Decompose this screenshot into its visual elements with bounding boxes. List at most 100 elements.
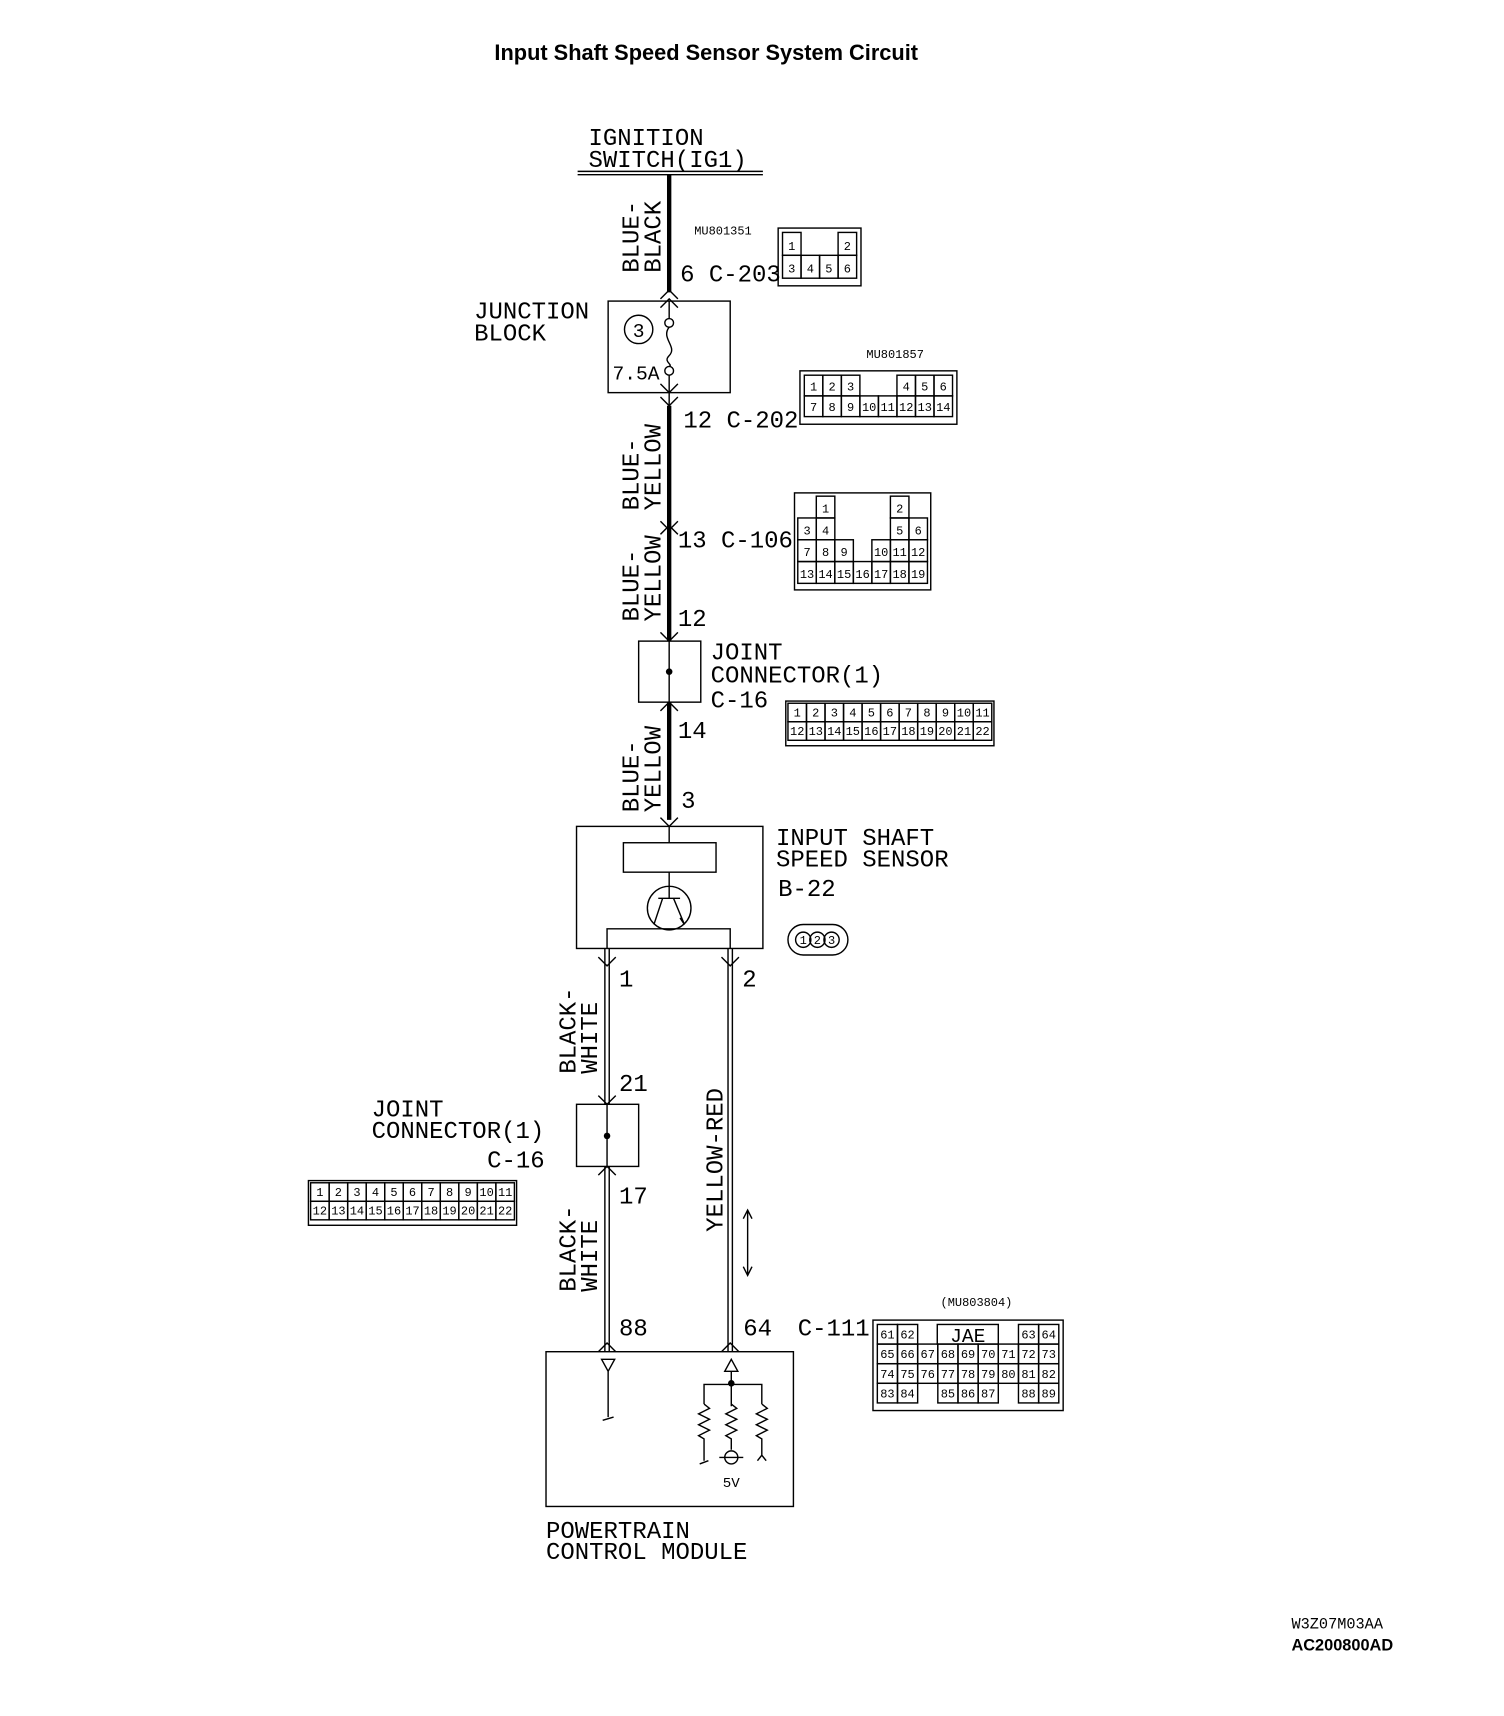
connector-pin: 12 <box>313 1204 327 1218</box>
connector-pin: 66 <box>900 1348 914 1362</box>
connector-pin: 86 <box>961 1387 975 1401</box>
connector-pin: 17 <box>874 568 888 582</box>
pcm-label-2: CONTROL MODULE <box>546 1540 747 1567</box>
connector-pin: 4 <box>903 380 910 394</box>
connector-pin: 8 <box>923 706 930 720</box>
connector-pin: 7 <box>810 401 817 415</box>
connector-pin: 16 <box>387 1204 401 1218</box>
connector-pin: 1 <box>316 1186 323 1200</box>
connector-pin: 4 <box>822 524 829 538</box>
pin-label-c106: 13 C-106 <box>678 528 793 555</box>
connector-pin-cell <box>972 721 993 742</box>
connector-pin: 3 <box>803 524 810 538</box>
connector-pin: 10 <box>957 706 971 720</box>
connector-pin: 7 <box>905 706 912 720</box>
connector-pin: 1 <box>810 380 817 394</box>
connector-pin: 64 <box>1042 1329 1056 1343</box>
wire-color-label: WHITE <box>578 1220 605 1292</box>
connector-pin: 3 <box>831 706 838 720</box>
connector-pin: 2 <box>335 1186 342 1200</box>
connector-pin-cell <box>933 395 954 418</box>
connector-housing <box>777 227 862 287</box>
resistor-icons <box>697 1403 769 1462</box>
connector-code-c111: C-111 <box>798 1316 870 1343</box>
connector-pin: 83 <box>880 1387 894 1401</box>
connector-pin: 14 <box>818 568 832 582</box>
connector-pin: 12 <box>790 725 804 739</box>
pcm-box <box>545 1350 795 1508</box>
connector-pin: 15 <box>368 1204 382 1218</box>
connector-pin: 13 <box>809 725 823 739</box>
connector-pin: 63 <box>1021 1329 1035 1343</box>
pin-label-sensor-3: 3 <box>681 789 695 816</box>
connector-pin: 18 <box>901 725 915 739</box>
pin-label-pcm-64: 64 <box>743 1316 772 1343</box>
connector-pin: 14 <box>936 401 950 415</box>
connector-arrow-icon <box>659 520 679 535</box>
pin-label-pcm-88: 88 <box>619 1316 648 1343</box>
connector-pin-cell <box>896 1382 919 1404</box>
connector-pin: 19 <box>920 725 934 739</box>
wire-color-label: BLACK- <box>556 1205 583 1291</box>
connector-pin-cell <box>1037 1382 1060 1404</box>
ground-icon <box>600 1358 616 1422</box>
ignition-label-2: SWITCH(IG1) <box>589 148 747 175</box>
connector-pin: 5 <box>921 380 928 394</box>
connector-pin: 20 <box>938 725 952 739</box>
connector-pin: 22 <box>975 725 989 739</box>
connector-pin: 17 <box>405 1204 419 1218</box>
connector-pin: 79 <box>981 1368 995 1382</box>
fuse-icon <box>666 326 673 368</box>
connector-pin: 85 <box>941 1387 955 1401</box>
connector-pin: 15 <box>846 725 860 739</box>
transistor-symbol <box>653 886 686 925</box>
connector-pin: 3 <box>847 380 854 394</box>
connector-pin: 1 <box>800 934 807 948</box>
wire-color-label: BLUE- <box>620 550 647 622</box>
connector-pin-cell <box>809 931 826 949</box>
pin-label-c203: 6 C-203 <box>680 262 781 289</box>
joint-upper-code: C-16 <box>711 689 769 716</box>
connector-pin: 77 <box>941 1368 955 1382</box>
connector-pin: 16 <box>864 725 878 739</box>
connector-pin: 62 <box>900 1329 914 1343</box>
connector-pin: 7 <box>803 546 810 560</box>
connector-pin: 18 <box>892 568 906 582</box>
connector-pin: 21 <box>957 725 971 739</box>
wire-color-label: BLUE- <box>620 201 647 273</box>
connector-pin: 22 <box>498 1204 512 1218</box>
connector-housing <box>307 1179 518 1226</box>
connector-arrow-icon <box>597 956 740 967</box>
connector-pin: 19 <box>442 1204 456 1218</box>
sensor-label-2: SPEED SENSOR <box>776 848 949 875</box>
connector-pin: 9 <box>942 706 949 720</box>
connector-pin: 8 <box>829 401 836 415</box>
connector-pin: 19 <box>911 568 925 582</box>
wire-yellow-red <box>727 948 734 1352</box>
connector-arrow-icon <box>597 1095 617 1106</box>
wire-color-label: BLUE- <box>620 438 647 510</box>
connector-pin: 5 <box>868 706 875 720</box>
connector-pin: 61 <box>880 1329 894 1343</box>
connector-pin: 4 <box>849 706 856 720</box>
connector-pin: 3 <box>828 934 835 948</box>
pin-label-sensor-2: 2 <box>742 968 756 995</box>
connector-pin: 73 <box>1042 1348 1056 1362</box>
joint-lower-code: C-16 <box>487 1149 545 1176</box>
wire-color-label: YELLOW <box>641 535 668 622</box>
pin-label-joint-21: 21 <box>619 1072 648 1099</box>
connector-pin: 65 <box>880 1348 894 1362</box>
joint-upper-label-1: JOINT <box>711 641 783 668</box>
connector-pin-cell <box>495 1200 516 1221</box>
connector-pin: 2 <box>844 240 851 254</box>
connector-pin: 5 <box>896 524 903 538</box>
connector-pin: 78 <box>961 1368 975 1382</box>
sensor-label-1: INPUT SHAFT <box>776 826 934 853</box>
part-number-c111: (MU803804) <box>941 1296 1013 1310</box>
connector-housing <box>793 492 932 591</box>
connector-pin: 75 <box>900 1368 914 1382</box>
connector-pin-cell <box>977 1382 1000 1404</box>
